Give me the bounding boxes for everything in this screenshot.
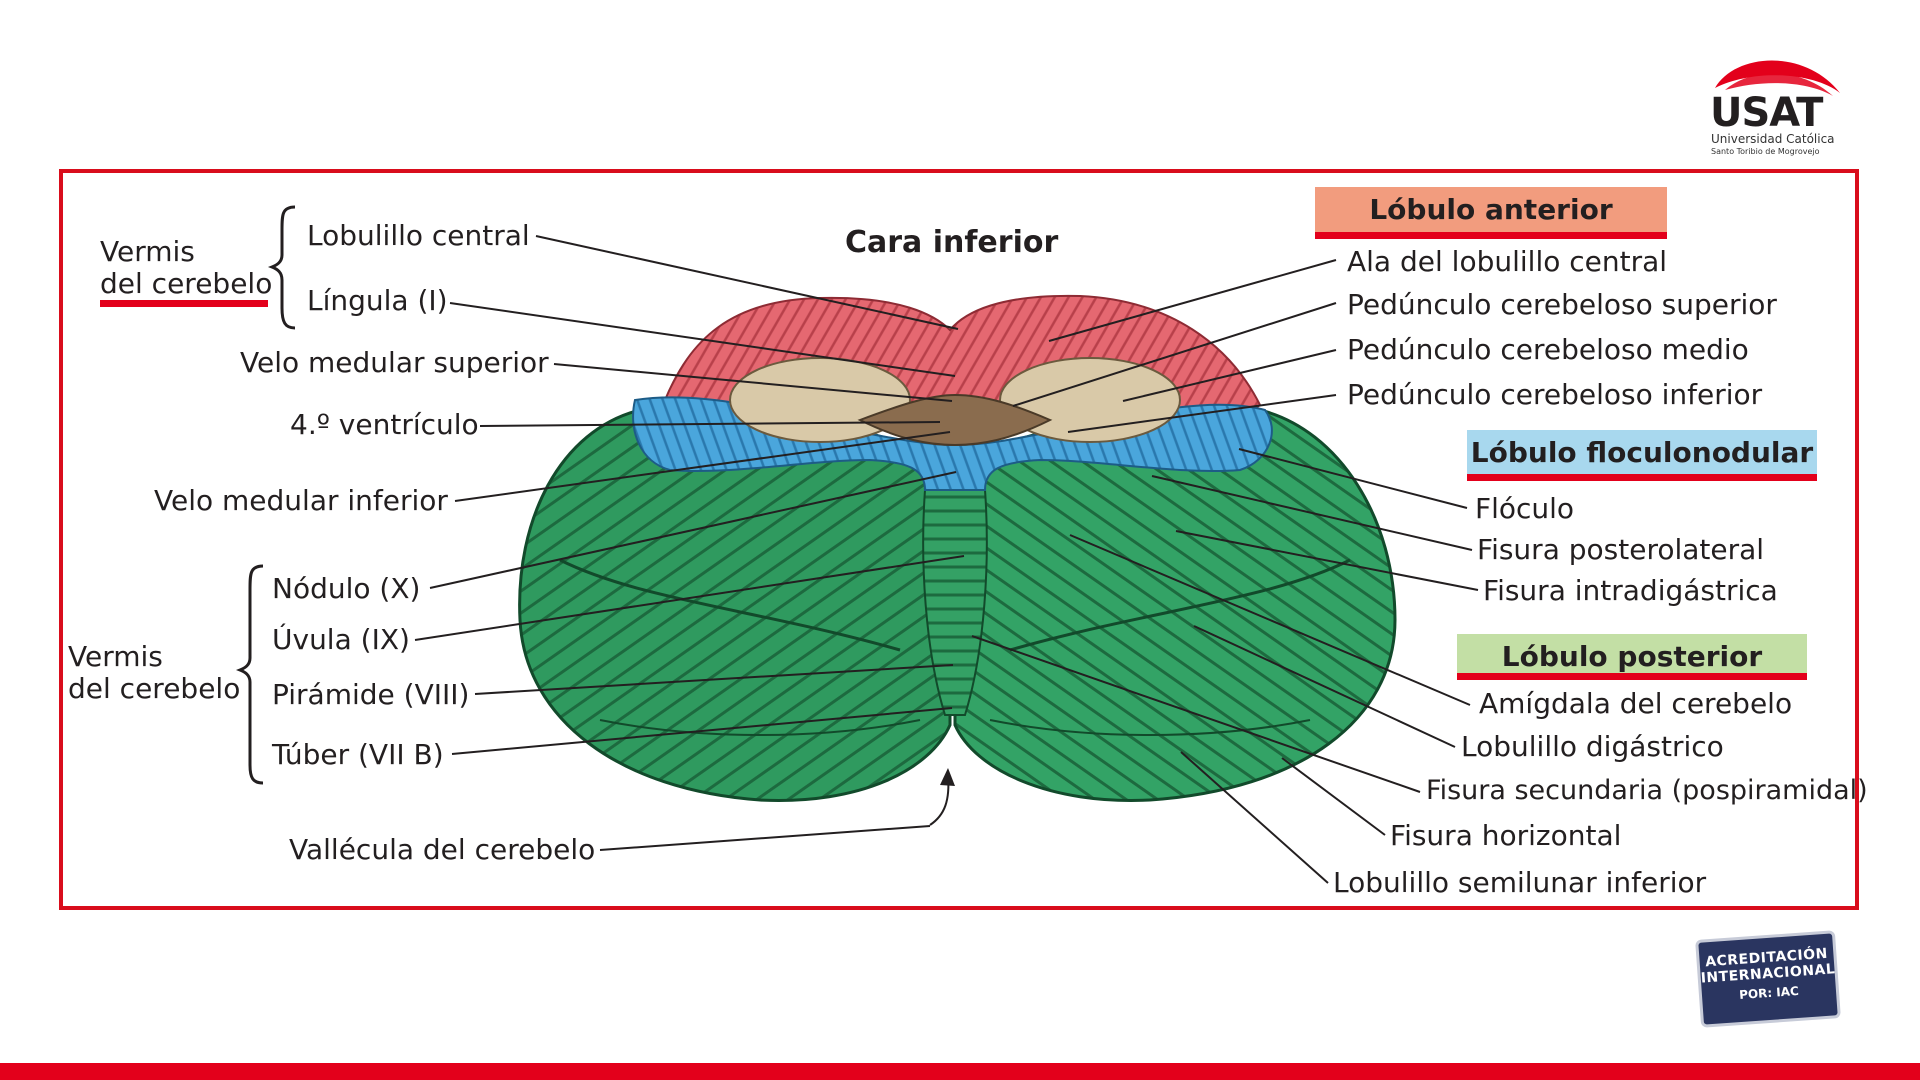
label-velo-medular-inferior: Velo medular inferior bbox=[154, 484, 448, 517]
header-floculonodular-underline bbox=[1467, 474, 1817, 481]
label-tuber: Túber (VII B) bbox=[272, 738, 444, 771]
label-vermis-top-2: del cerebelo bbox=[100, 267, 273, 300]
header-lobulo-posterior: Lóbulo posterior bbox=[1457, 634, 1807, 680]
label-lobulillo-digastrico: Lobulillo digástrico bbox=[1461, 730, 1724, 763]
diagram-frame bbox=[59, 169, 1859, 910]
leader-lines bbox=[414, 235, 1479, 884]
label-vermis-bottom-1: Vermis bbox=[68, 640, 163, 673]
header-lobulo-anterior: Lóbulo anterior bbox=[1315, 187, 1667, 233]
label-lobulillo-semilunar: Lobulillo semilunar inferior bbox=[1333, 866, 1707, 899]
label-ala-lobulillo-central: Ala del lobulillo central bbox=[1347, 245, 1668, 278]
bottom-red-bar bbox=[0, 1063, 1920, 1080]
label-vermis-bottom-2: del cerebelo bbox=[68, 672, 241, 705]
label-pedunculo-superior: Pedúnculo cerebeloso superior bbox=[1347, 288, 1777, 321]
vallecula-arrow bbox=[929, 768, 955, 826]
accreditation-badge: ACREDITACIÓN INTERNACIONAL POR: IAC bbox=[1695, 930, 1841, 1028]
usat-logo-text: USAT bbox=[1710, 90, 1823, 136]
label-fisura-posterolateral: Fisura posterolateral bbox=[1477, 533, 1765, 566]
label-pedunculo-medio: Pedúnculo cerebeloso medio bbox=[1347, 333, 1749, 366]
label-lobulillo-central: Lobulillo central bbox=[307, 219, 530, 252]
label-4-ventriculo: 4.º ventrículo bbox=[290, 408, 479, 441]
label-vallecula: Vallécula del cerebelo bbox=[289, 833, 596, 866]
label-piramide: Pirámide (VIII) bbox=[272, 678, 470, 711]
brace-vermis-bottom bbox=[235, 564, 264, 785]
usat-logo-icon bbox=[1715, 60, 1840, 96]
label-vermis-top-1: Vermis bbox=[100, 235, 195, 268]
label-velo-medular-superior: Velo medular superior bbox=[240, 346, 549, 379]
label-fisura-intradigastrica: Fisura intradigástrica bbox=[1483, 574, 1778, 607]
diagram-title: Cara inferior bbox=[845, 225, 1059, 260]
header-posterior-underline bbox=[1457, 673, 1807, 680]
label-lingula: Língula (I) bbox=[307, 284, 448, 317]
label-pedunculo-inferior: Pedúnculo cerebeloso inferior bbox=[1347, 378, 1763, 411]
header-lobulo-floculonodular: Lóbulo floculonodular bbox=[1467, 430, 1817, 476]
label-uvula: Úvula (IX) bbox=[272, 623, 410, 656]
label-amigdala: Amígdala del cerebelo bbox=[1479, 687, 1793, 720]
vermis-top-underline bbox=[100, 300, 268, 307]
peduncles bbox=[729, 357, 1181, 447]
vermis bbox=[922, 489, 988, 716]
label-fisura-horizontal: Fisura horizontal bbox=[1390, 819, 1622, 852]
usat-logo-subtitle-small: Santo Toribio de Mogrovejo bbox=[1711, 147, 1820, 156]
label-floculo: Flóculo bbox=[1475, 492, 1575, 525]
label-fisura-secundaria: Fisura secundaria (pospiramidal) bbox=[1426, 775, 1868, 806]
header-anterior-underline bbox=[1315, 232, 1667, 239]
label-nodulo: Nódulo (X) bbox=[272, 572, 421, 605]
usat-logo-subtitle: Universidad Católica bbox=[1711, 132, 1835, 146]
brace-vermis-top bbox=[267, 205, 296, 330]
